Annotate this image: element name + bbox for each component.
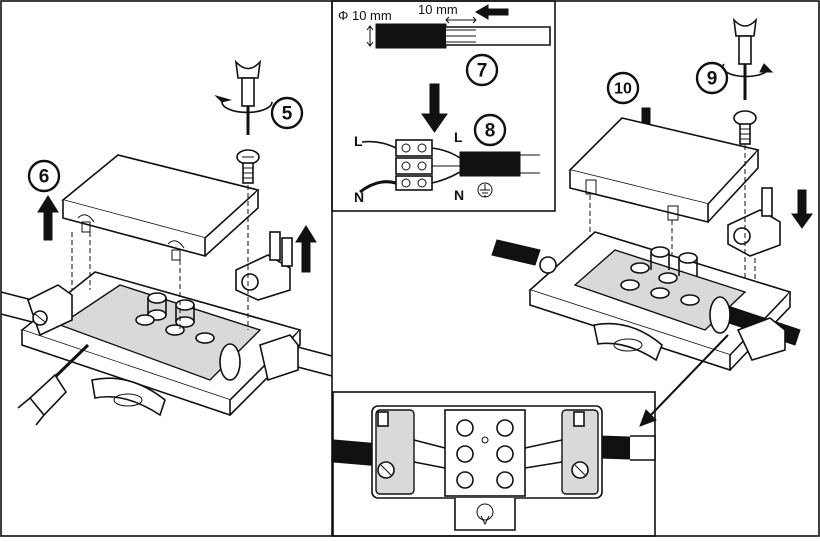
step-9-number: 9 [707,69,718,90]
inset-panel: Φ 10 mm 10 mm 7 8 [338,2,551,205]
detail-hanging-loop [454,498,516,531]
terminal-label-L-left: L [354,133,363,149]
arrow-down-inset [421,83,448,133]
step-5-number: 5 [282,104,293,125]
junction-box-lid-right [568,117,760,224]
arrow-up-right [295,225,317,273]
step-7-marker [465,53,499,87]
step-8-marker [473,113,507,147]
screw-icon [236,149,260,184]
arrow-down-clamp [791,189,813,229]
alignment-guides-left [71,185,249,330]
strip-length-label: 10 mm [418,2,458,17]
screwdriver-top [214,59,273,135]
step-6-marker [27,159,61,193]
cable-clamp-part [235,231,293,301]
earth-ground-icon [477,182,493,198]
junction-box-base [20,271,302,417]
step-10-marker [606,71,640,105]
cable-clamp-part-right [727,187,781,257]
screw-icon-right [733,110,757,145]
right-panel: 10 9 [491,17,813,427]
arrow-left-small [475,4,509,20]
detail-panel [333,405,656,531]
left-panel [0,59,333,426]
screwdriver-right [722,17,774,100]
terminal-label-N-right: N [454,187,464,203]
step-8-number: 8 [485,121,496,142]
junction-box-lid [61,154,260,261]
terminal-label-L-right: L [454,129,463,145]
stripped-cable [366,16,551,49]
step-5-marker [270,96,304,130]
step-7-number: 7 [477,61,488,82]
junction-box-base-right [491,231,801,372]
diameter-label: Φ 10 mm [338,8,392,23]
step-9-marker [695,61,729,95]
step-6-number: 6 [39,167,50,188]
arrow-up-left [37,195,59,241]
terminal-wires [359,140,540,194]
screwdriver-bottom [17,343,90,426]
detail-pointer-arrow [639,334,729,427]
detail-terminal-block [413,409,563,497]
terminal-block [395,139,460,191]
step-10-number: 10 [614,81,632,98]
detail-cables [333,435,656,467]
terminal-label-N-left: N [354,189,364,205]
